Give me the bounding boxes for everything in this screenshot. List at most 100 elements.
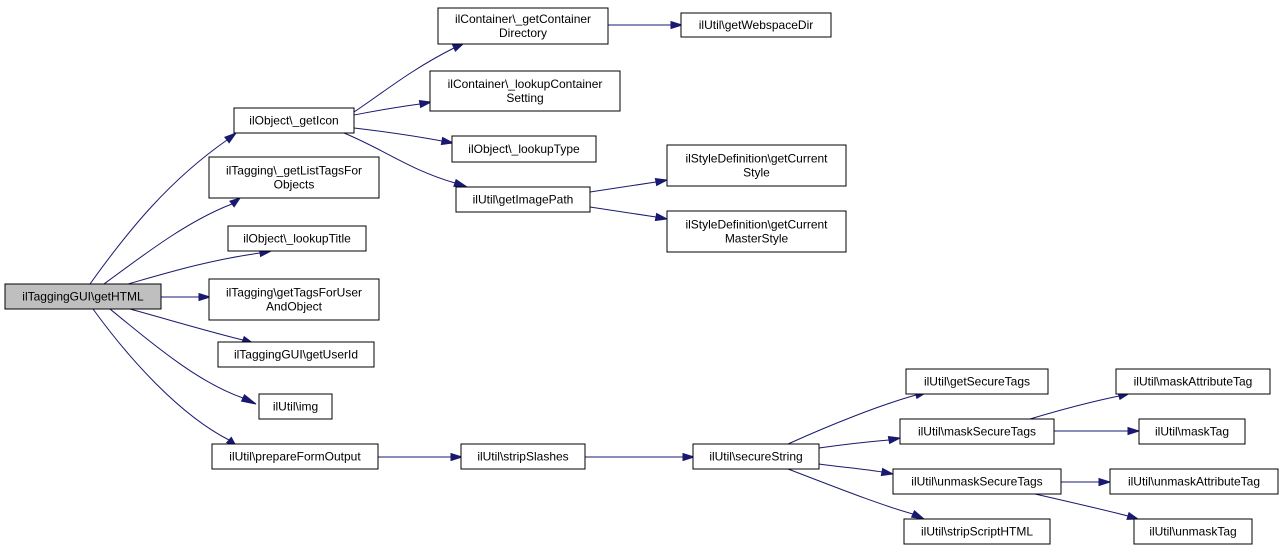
arrowhead-getIcon-to-lookupType: [440, 136, 455, 146]
node-box: [217, 341, 375, 368]
edge-root-to-img: [109, 308, 244, 399]
edge-secureString-to-stripScript: [787, 468, 914, 515]
node-label: ilTagging\getTagsForUser: [226, 286, 362, 300]
node-label: ilUtil\stripSlashes: [477, 450, 568, 464]
node-label: ilUtil\getWebspaceDir: [699, 18, 814, 32]
node-maskSecureTags[interactable]: ilUtil\maskSecureTags: [899, 418, 1055, 445]
node-root[interactable]: ilTaggingGUI\getHTML: [4, 283, 162, 310]
node-label: ilUtil\unmaskAttributeTag: [1128, 475, 1260, 489]
node-stripSlashes[interactable]: ilUtil\stripSlashes: [460, 443, 586, 470]
arrowhead-getImagePath-to-getCurrentStyle: [654, 177, 669, 187]
edge-unmaskSecureTags-to-unmaskTag: [1034, 493, 1129, 517]
node-box: [680, 12, 832, 38]
node-img[interactable]: ilUtil\img: [258, 393, 333, 420]
node-label: ilTaggingGUI\getHTML: [22, 290, 144, 304]
node-label: ilUtil\stripScriptHTML: [921, 525, 1033, 539]
node-label: ilUtil\prepareFormOutput: [229, 450, 361, 464]
node-label: Style: [743, 166, 770, 180]
node-box: [208, 278, 380, 321]
arrowhead-root-to-getIcon: [224, 131, 238, 144]
node-secureString[interactable]: ilUtil\secureString: [692, 443, 820, 470]
node-box: [258, 393, 333, 420]
node-box: [666, 144, 847, 187]
node-label: ilContainer\_lookupContainer: [448, 77, 603, 91]
node-lookupType[interactable]: ilObject\_lookupType: [451, 135, 597, 163]
node-label: ilObject\_lookupTitle: [243, 232, 351, 246]
node-unmaskTag[interactable]: ilUtil\unmaskTag: [1133, 518, 1253, 545]
node-label: AndObject: [266, 300, 323, 314]
node-box: [905, 368, 1049, 395]
arrowhead-root-to-img: [240, 394, 257, 405]
node-unmaskAttributeTag[interactable]: ilUtil\unmaskAttributeTag: [1109, 468, 1279, 495]
node-getSecureTags[interactable]: ilUtil\getSecureTags: [905, 368, 1049, 395]
edge-getIcon-to-lookupType: [353, 127, 443, 142]
node-unmaskSecureTags[interactable]: ilUtil\unmaskSecureTags: [892, 468, 1062, 495]
node-box: [211, 443, 379, 470]
edge-root-to-getIcon: [89, 139, 228, 285]
node-label: ilUtil\maskTag: [1155, 425, 1229, 439]
node-label: ilTagging\_getListTagsFor: [226, 164, 362, 178]
node-box: [903, 518, 1051, 545]
node-getUserId[interactable]: ilTaggingGUI\getUserId: [217, 341, 375, 368]
node-label: ilUtil\maskAttributeTag: [1134, 375, 1253, 389]
node-label: ilObject\_getIcon: [249, 114, 338, 128]
node-maskTag[interactable]: ilUtil\maskTag: [1138, 418, 1246, 445]
arrowhead-stripSlashes-to-secureString: [682, 452, 696, 462]
node-getImagePath[interactable]: ilUtil\getImagePath: [455, 186, 591, 213]
arrowhead-root-to-getTagsForUser: [198, 292, 212, 302]
node-label: ilStyleDefinition\getCurrent: [685, 218, 828, 232]
node-box: [666, 210, 847, 253]
node-label: ilContainer\_getContainer: [455, 12, 591, 26]
node-stripScript[interactable]: ilUtil\stripScriptHTML: [903, 518, 1051, 545]
edge-secureString-to-unmaskSecureTags: [818, 463, 883, 473]
node-label: ilStyleDefinition\getCurrent: [685, 152, 828, 166]
edge-root-to-lookupTitle: [127, 252, 261, 285]
node-maskAttributeTag[interactable]: ilUtil\maskAttributeTag: [1115, 368, 1271, 395]
node-label: ilUtil\maskSecureTags: [918, 425, 1036, 439]
arrowhead-secureString-to-stripScript: [910, 510, 926, 520]
node-box: [455, 186, 591, 213]
edge-getIcon-to-getImagePath: [343, 132, 456, 184]
node-label: ilUtil\secureString: [709, 450, 802, 464]
arrowhead-secureString-to-maskSecureTags: [887, 435, 902, 445]
node-label: ilUtil\getImagePath: [473, 193, 574, 207]
node-box: [892, 468, 1062, 495]
node-label: ilUtil\getSecureTags: [924, 375, 1030, 389]
node-lookupTitle[interactable]: ilObject\_lookupTitle: [227, 225, 367, 252]
arrowhead-root-to-getListTags: [229, 197, 242, 208]
edge-root-to-getUserId: [129, 308, 244, 341]
node-box: [4, 283, 162, 310]
node-prepareForm[interactable]: ilUtil\prepareFormOutput: [211, 443, 379, 470]
node-label: ilUtil\unmaskTag: [1149, 525, 1236, 539]
node-box: [1109, 468, 1279, 495]
arrowhead-unmaskSecureTags-to-unmaskTag: [1126, 511, 1140, 520]
edge-getIcon-to-lookupContainer: [353, 103, 421, 116]
arrowhead-prepareForm-to-stripSlashes: [450, 452, 464, 462]
arrowhead-getIcon-to-lookupContainer: [418, 99, 433, 109]
edge-getIcon-to-getContainerDir: [353, 47, 455, 113]
arrowhead-secureString-to-unmaskSecureTags: [880, 467, 895, 477]
node-getWebspaceDir[interactable]: ilUtil\getWebspaceDir: [680, 12, 832, 38]
node-box: [1115, 368, 1271, 395]
edge-getImagePath-to-getCurrentMaster: [589, 206, 657, 218]
node-box: [899, 418, 1055, 445]
arrowhead-maskSecureTags-to-maskTag: [1127, 426, 1141, 436]
node-box: [692, 443, 820, 470]
node-box: [227, 225, 367, 252]
node-box: [437, 7, 609, 45]
arrowhead-getImagePath-to-getCurrentMaster: [654, 212, 669, 222]
node-label: Directory: [499, 26, 547, 40]
node-box: [208, 156, 380, 199]
node-getIcon[interactable]: ilObject\_getIcon: [233, 107, 355, 134]
node-label: Setting: [506, 91, 543, 105]
node-label: ilTaggingGUI\getUserId: [234, 348, 358, 362]
node-label: ilUtil\unmaskSecureTags: [911, 475, 1042, 489]
edge-root-to-getListTags: [103, 203, 233, 285]
